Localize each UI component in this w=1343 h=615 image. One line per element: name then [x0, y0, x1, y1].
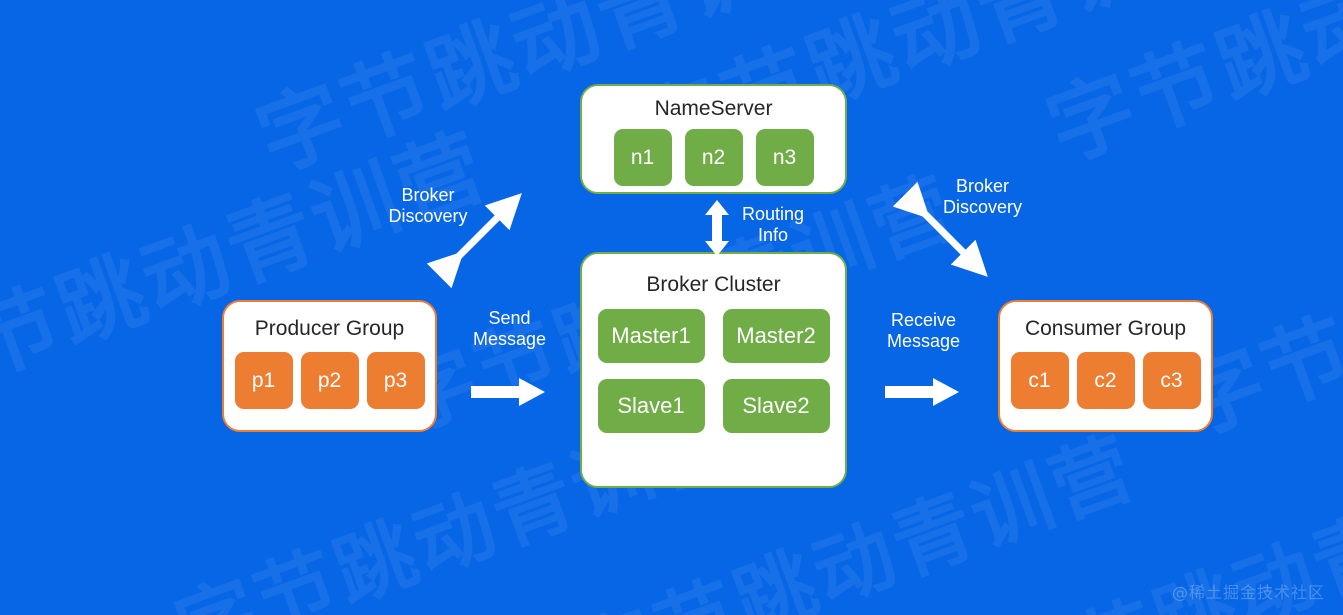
receive-message-arrow-icon [885, 378, 959, 406]
site-credit-watermark: @稀土掘金技术社区 [1171, 583, 1325, 602]
routing-info-label: Routing Info [741, 204, 805, 246]
producer-node-row: p1 p2 p3 [234, 352, 425, 409]
consumer-group-box: Consumer Group c1 c2 c3 [998, 300, 1213, 432]
consumer-group-title: Consumer Group [1024, 317, 1187, 340]
nameserver-node-n2[interactable]: n2 [684, 129, 743, 186]
consumer-node-c2[interactable]: c2 [1076, 352, 1135, 409]
broker-slave-row: Slave1 Slave2 [597, 379, 830, 433]
broker-node-master2[interactable]: Master2 [722, 309, 830, 363]
consumer-node-c1[interactable]: c1 [1010, 352, 1069, 409]
producer-group-box: Producer Group p1 p2 p3 [222, 300, 437, 432]
broker-cluster-title: Broker Cluster [646, 273, 781, 296]
broker-cluster-group-box: Broker Cluster Master1 Master2 Slave1 Sl… [580, 252, 847, 488]
broker-master-row: Master1 Master2 [597, 309, 830, 363]
broker-node-slave1[interactable]: Slave1 [597, 379, 705, 433]
nameserver-node-row: n1 n2 n3 [613, 129, 814, 186]
send-message-label: Send Message [472, 308, 547, 350]
broker-node-slave2[interactable]: Slave2 [722, 379, 830, 433]
nameserver-title: NameServer [654, 97, 773, 120]
consumer-node-row: c1 c2 c3 [1010, 352, 1201, 409]
nameserver-node-n3[interactable]: n3 [755, 129, 814, 186]
producer-node-p2[interactable]: p2 [300, 352, 359, 409]
broker-discovery-left-arrow-icon [426, 193, 522, 289]
broker-discovery-left-label: Broker Discovery [388, 185, 468, 227]
producer-group-title: Producer Group [254, 317, 405, 340]
send-message-arrow-icon [471, 378, 545, 406]
nameserver-node-n1[interactable]: n1 [613, 129, 672, 186]
producer-node-p3[interactable]: p3 [366, 352, 425, 409]
nameserver-group-box: NameServer n1 n2 n3 [580, 84, 847, 194]
broker-discovery-right-label: Broker Discovery [942, 176, 1022, 218]
broker-node-master1[interactable]: Master1 [597, 309, 705, 363]
routing-info-arrow-icon [705, 200, 729, 256]
receive-message-label: Receive Message [886, 310, 961, 352]
broker-discovery-right-arrow-icon [892, 181, 988, 277]
consumer-node-c3[interactable]: c3 [1142, 352, 1201, 409]
producer-node-p1[interactable]: p1 [234, 352, 293, 409]
